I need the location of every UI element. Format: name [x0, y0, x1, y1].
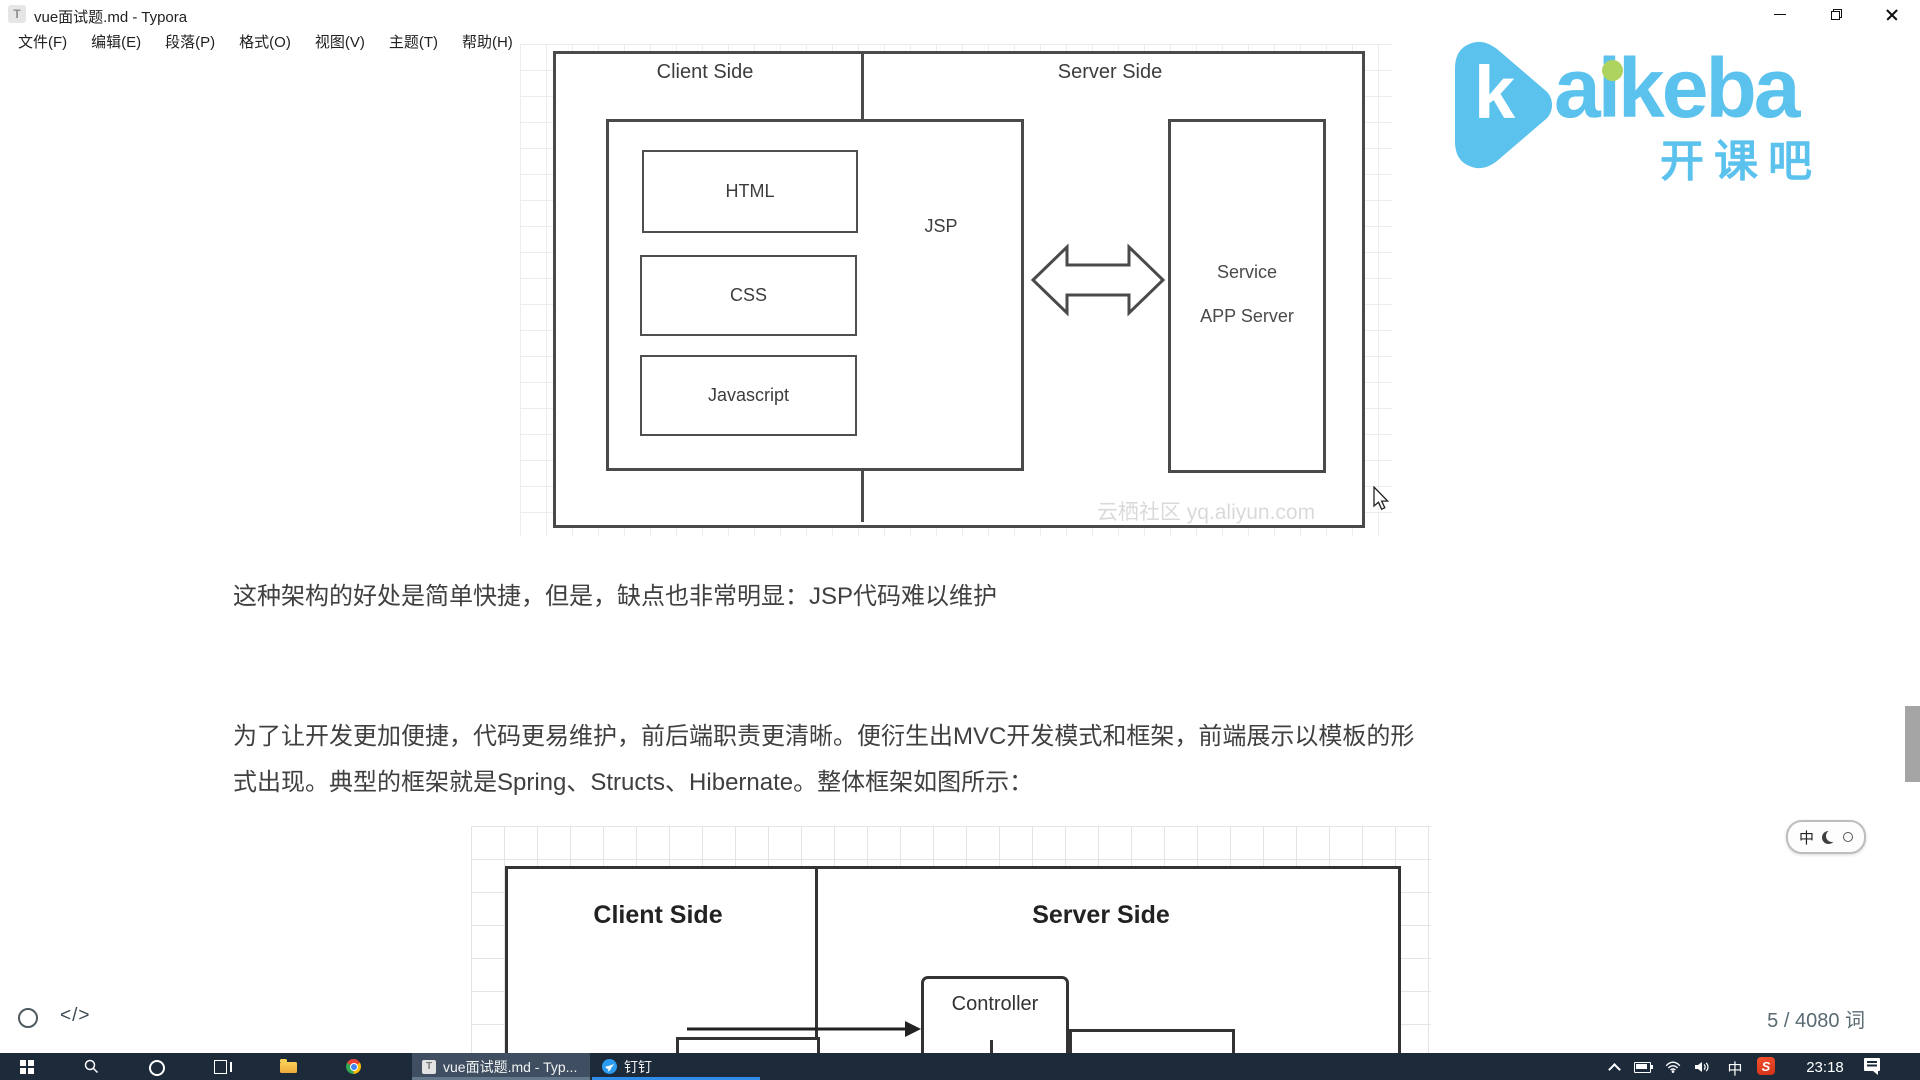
typora-app-icon: T	[8, 5, 26, 23]
battery-icon[interactable]	[1634, 1062, 1654, 1073]
menu-help[interactable]: 帮助(H)	[461, 34, 513, 51]
logo-k-letter: k	[1474, 51, 1516, 134]
taskbar-item-dingtalk[interactable]: 钉钉	[592, 1053, 760, 1080]
logo-wordmark: aikeba	[1554, 41, 1801, 135]
mouse-cursor-icon	[1373, 486, 1390, 511]
diagram1-server-side-label: Server Side	[1057, 61, 1163, 83]
paragraph-mvc-intro: 为了让开发更加便捷，代码更易维护，前后端职责更清晰。便衍生出MVC开发模式和框架…	[233, 714, 1414, 806]
diagram1-service-box: Service APP Server	[1168, 119, 1326, 473]
ime-language-label: 中	[1798, 829, 1814, 847]
scrollbar-thumb[interactable]	[1905, 706, 1920, 782]
notification-center-icon[interactable]	[1864, 1058, 1880, 1075]
dingtalk-icon	[602, 1059, 617, 1074]
window-title: vue面试题.md - Typora	[34, 9, 188, 26]
tray-clock[interactable]: 23:18	[1806, 1059, 1844, 1076]
menu-format[interactable]: 格式(O)	[239, 34, 291, 51]
chrome-icon[interactable]	[346, 1059, 361, 1074]
diagram1-service-label: Service	[1216, 262, 1278, 282]
task-view-button[interactable]	[214, 1060, 232, 1074]
diagram2-client-side-label: Client Side	[593, 901, 723, 929]
sogou-input-icon[interactable]: S	[1757, 1057, 1775, 1075]
menu-paragraph[interactable]: 段落(P)	[165, 34, 216, 51]
minimize-button[interactable]	[1752, 0, 1808, 29]
diagram2-partial-box-left	[676, 1037, 820, 1053]
windows-taskbar: T vue面试题.md - Typ... 钉钉 中 S 23:18	[0, 1053, 1920, 1080]
diagram1-app-server-label: APP Server	[1200, 306, 1294, 326]
diagram1-jsp-label: JSP	[924, 216, 958, 236]
word-count: 5 / 4080 词	[1767, 1010, 1865, 1032]
diagram2-server-side-label: Server Side	[1032, 901, 1170, 929]
source-code-mode-icon[interactable]: </>	[60, 1005, 91, 1026]
jsp-architecture-diagram: Client Side Server Side HTML CSS Javascr…	[520, 44, 1392, 536]
paragraph-jsp-drawback: 这种架构的好处是简单快捷，但是，缺点也非常明显：JSP代码难以维护	[233, 583, 998, 610]
tray-input-language[interactable]: 中	[1727, 1061, 1743, 1078]
double-arrow-icon	[1030, 243, 1166, 317]
menu-edit[interactable]: 编辑(E)	[91, 34, 142, 51]
diagram1-html-box: HTML	[642, 150, 858, 233]
aliyun-watermark: 云栖社区 yq.aliyun.com	[1096, 501, 1316, 524]
paragraph-mvc-line1: 为了让开发更加便捷，代码更易维护，前后端职责更清晰。便衍生出MVC开发模式和框架…	[233, 723, 1415, 750]
logo-green-dot-icon	[1602, 60, 1623, 81]
typora-task-icon: T	[422, 1059, 436, 1074]
outline-toggle-icon[interactable]	[18, 1008, 38, 1028]
logo-play-triangle-icon	[1455, 41, 1552, 169]
diagram1-divider-bottom	[861, 464, 864, 522]
kaikeba-logo: k aikeba 开课吧	[1452, 38, 1852, 203]
title-bar: T vue面试题.md - Typora	[0, 0, 1920, 29]
logo-chinese-name: 开课吧	[1660, 137, 1822, 186]
ime-moon-icon	[1822, 829, 1838, 844]
window-controls	[1752, 0, 1920, 29]
start-button[interactable]	[20, 1060, 34, 1074]
file-explorer-icon[interactable]	[280, 1059, 297, 1073]
close-icon	[1885, 8, 1899, 22]
paragraph-mvc-line2: 式出现。典型的框架就是Spring、Structs、Hibernate。整体框架…	[233, 769, 1034, 796]
volume-icon[interactable]	[1694, 1061, 1710, 1073]
diagram1-divider-top	[861, 51, 864, 121]
diagram2-controller-box: Controller	[921, 976, 1069, 1053]
mvc-architecture-diagram: Client Side Server Side Controller	[471, 826, 1431, 1053]
diagram1-client-side-label: Client Side	[656, 61, 754, 83]
ime-indicator[interactable]: 中	[1786, 820, 1866, 854]
menu-file[interactable]: 文件(F)	[18, 34, 68, 51]
search-icon[interactable]	[84, 1059, 99, 1074]
diagram2-down-arrow	[990, 1040, 993, 1053]
diagram1-css-box: CSS	[640, 255, 857, 336]
typora-task-label: vue面试题.md - Typ...	[443, 1058, 578, 1075]
diagram2-right-arrow-icon	[687, 1021, 921, 1037]
tray-expand-chevron-icon[interactable]	[1608, 1063, 1621, 1076]
menu-view[interactable]: 视图(V)	[314, 34, 365, 51]
minimize-icon	[1774, 14, 1786, 15]
restore-icon	[1830, 9, 1842, 20]
wifi-icon[interactable]	[1665, 1061, 1681, 1073]
cortana-button[interactable]	[149, 1060, 165, 1076]
diagram1-javascript-box: Javascript	[640, 355, 857, 436]
diagram2-divider	[815, 866, 818, 1053]
restore-button[interactable]	[1808, 0, 1864, 29]
taskbar-item-typora[interactable]: T vue面试题.md - Typ...	[412, 1053, 590, 1080]
diagram2-partial-box-right	[1069, 1029, 1235, 1053]
dingtalk-task-label: 钉钉	[624, 1058, 652, 1075]
close-button[interactable]	[1864, 0, 1920, 29]
menu-theme[interactable]: 主题(T)	[388, 34, 438, 51]
ime-circle-icon	[1843, 832, 1853, 842]
